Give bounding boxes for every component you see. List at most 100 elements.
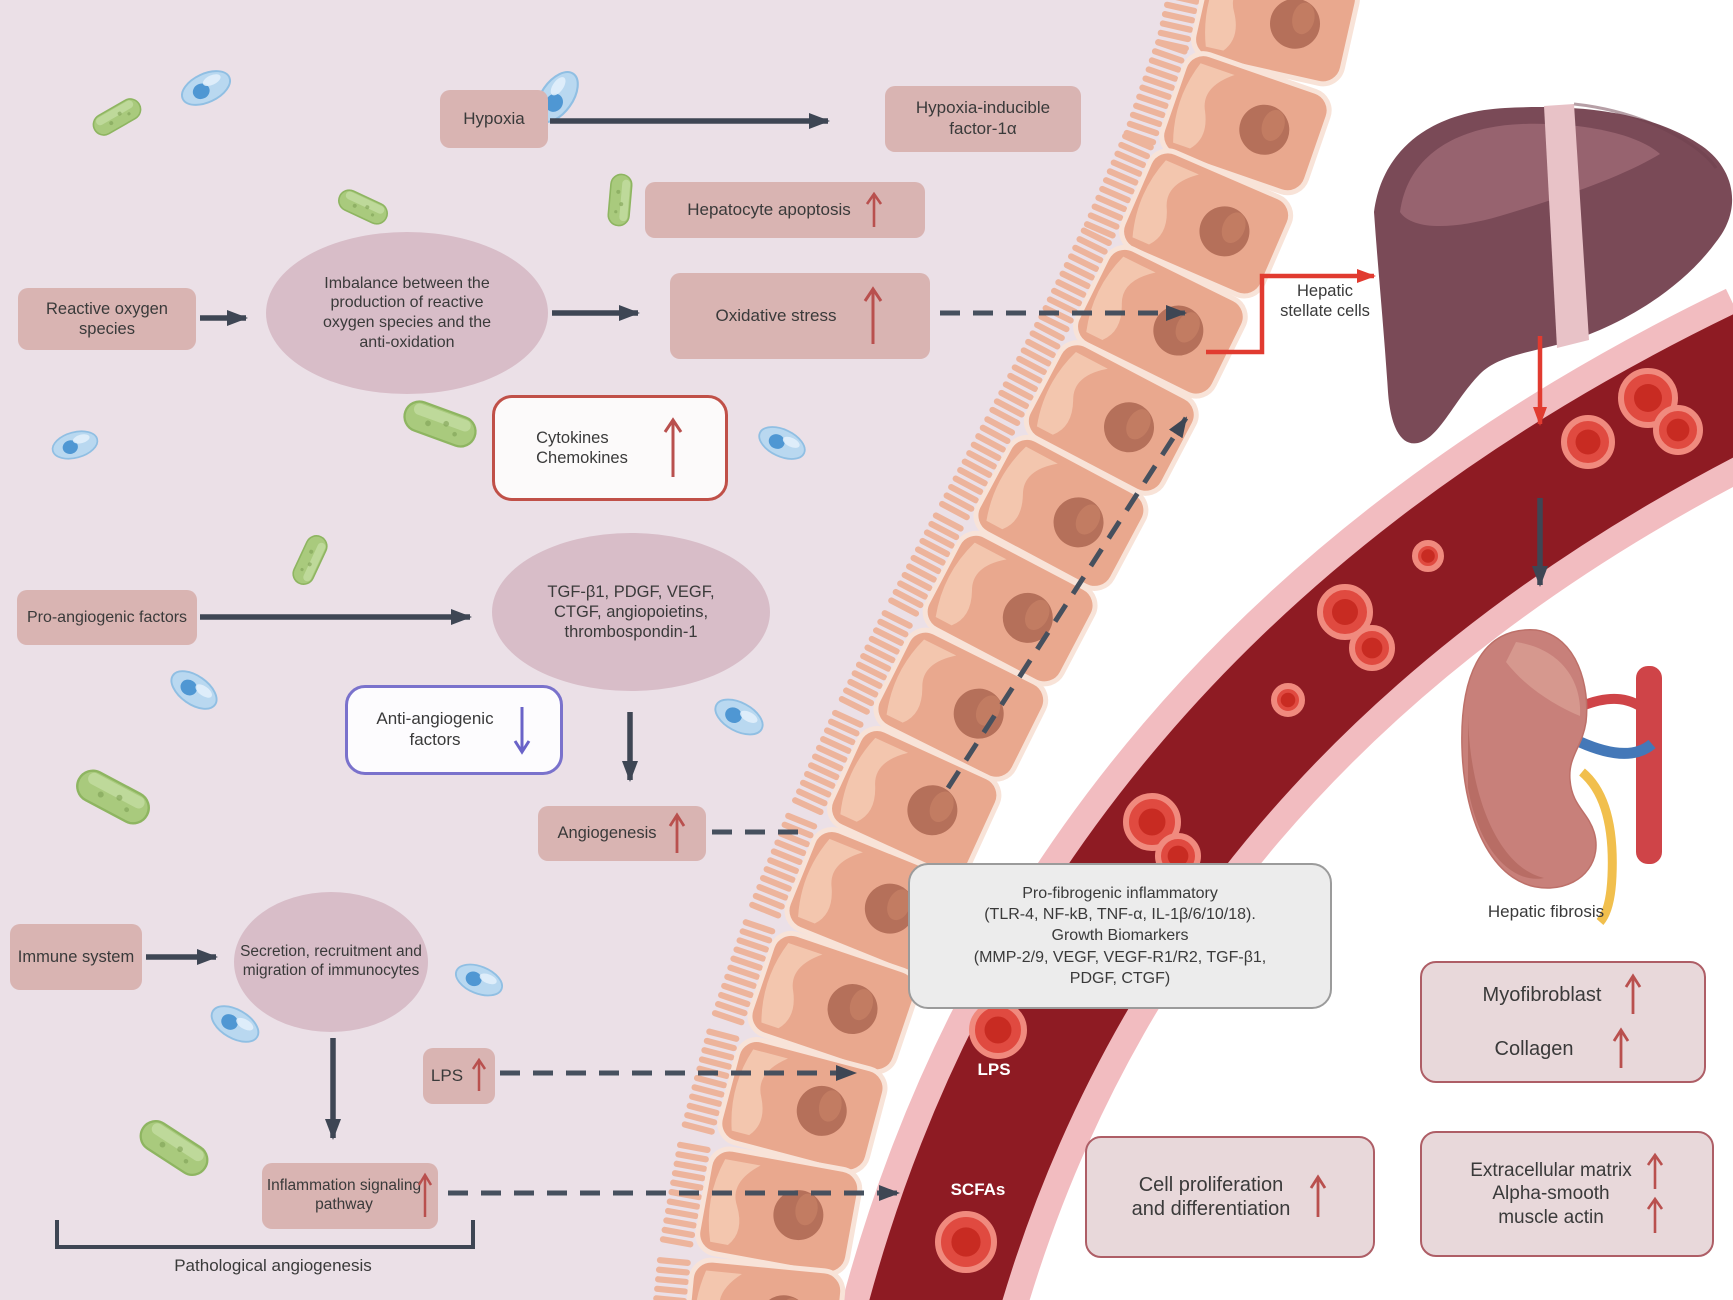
microvilli-icon: [711, 1010, 745, 1026]
microvilli-icon: [691, 1084, 725, 1098]
imbalance-ellipse: Imbalance between the production of reac…: [266, 232, 548, 394]
hepatic-stellate-label: Hepatic stellate cells: [1280, 281, 1370, 320]
microvilli-icon: [979, 424, 1011, 445]
microvilli-icon: [943, 492, 975, 512]
up-arrow-icon: [663, 417, 683, 477]
microvilli-icon: [752, 892, 785, 910]
microvilli-icon: [730, 955, 763, 971]
liver-illustration: [1374, 102, 1733, 444]
microvilli-icon: [1145, 66, 1179, 82]
blue-bacterium-icon: [181, 70, 231, 106]
microvilli-icon: [1091, 203, 1124, 221]
microvilli-icon: [1055, 279, 1087, 298]
microvilli-icon: [1151, 48, 1185, 64]
microvilli-icon: [989, 406, 1021, 427]
scfas-vessel-label: SCFAs: [950, 1180, 1006, 1199]
red-blood-cell: [1271, 683, 1305, 717]
microvilli-icon: [1029, 330, 1061, 350]
ros-box: Reactive oxygen species: [18, 288, 196, 350]
microvilli-icon: [664, 1207, 699, 1220]
microvilli-icon: [831, 709, 864, 728]
microvilli-icon: [767, 857, 800, 874]
hepatocyte-apoptosis-box: Hepatocyte apoptosis: [645, 182, 925, 238]
microvilli-icon: [864, 644, 896, 664]
oxidative-stress-box: Oxidative stress: [670, 273, 930, 359]
microvilli-icon: [816, 744, 848, 763]
inflammation-box: Inflammation signaling pathway: [262, 1163, 438, 1229]
green-bacterium-icon: [607, 173, 633, 227]
microvilli-icon: [1072, 244, 1104, 264]
microvilli-icon: [1076, 236, 1108, 255]
up-arrow-icon: [668, 811, 685, 853]
pathological-angiogenesis-bracket: [55, 1220, 475, 1249]
microvilli-icon: [1136, 93, 1169, 109]
green-bacterium-icon: [139, 1119, 209, 1177]
microvilli-icon: [1102, 177, 1135, 195]
dashed-arrow-angiogenesis-diagonal: [945, 416, 1189, 790]
hif-box: Hypoxia-inducible factor-1α: [885, 86, 1081, 152]
red-blood-cell: [1123, 793, 1181, 851]
microvilli-icon: [654, 1285, 689, 1295]
microvilli-icon: [774, 839, 807, 857]
microvilli-icon: [1046, 296, 1079, 315]
red-blood-cell: [1561, 415, 1615, 469]
hypoxia-box: Hypoxia: [440, 90, 548, 148]
epithelial-cell: [711, 919, 920, 1075]
microvilli-icon: [932, 512, 964, 532]
microvilli-icon: [656, 1257, 691, 1266]
microvilli-icon: [808, 762, 840, 781]
up-arrow-icon: [1646, 1196, 1663, 1233]
microvilli-icon: [1164, 1, 1198, 15]
microvilli-icon: [1157, 29, 1192, 43]
microvilli-icon: [1155, 39, 1188, 55]
microvilli-icon: [868, 635, 900, 655]
cell-proliferation-box: Cell proliferation and differentiation: [1085, 1136, 1375, 1258]
microvilli-icon: [812, 753, 844, 772]
microvilli-icon: [796, 788, 828, 807]
microvilli-icon: [800, 779, 832, 798]
blue-bacterium-icon: [51, 430, 99, 460]
microvilli-icon: [1063, 261, 1095, 281]
microvilli-icon: [1161, 11, 1196, 24]
microvilli-icon: [742, 919, 776, 935]
microvilli-icon: [1087, 212, 1120, 230]
blood-vessel: [842, 288, 1733, 1300]
epithelial-cell: [838, 610, 1049, 782]
microvilli-icon: [671, 1170, 706, 1182]
up-arrow-icon: [865, 191, 882, 227]
microvilli-icon: [1114, 150, 1147, 168]
microvilli-icon: [756, 883, 789, 901]
green-bacterium-icon: [292, 535, 328, 585]
microvilli-icon: [957, 467, 988, 487]
red-blood-cell: [969, 1001, 1027, 1059]
microvilli-icon: [906, 563, 937, 583]
red-blood-cell: [1412, 540, 1444, 572]
blue-bacterium-icon: [714, 698, 764, 736]
microvilli-icon: [1067, 253, 1100, 272]
microvilli-icon: [952, 475, 984, 495]
kidney-illustration: [1461, 629, 1662, 925]
microvilli-icon: [721, 982, 754, 999]
blue-bacterium-icon: [758, 426, 806, 460]
hepatic-fibrosis-label: Hepatic fibrosis: [1487, 902, 1605, 921]
microvilli-icon: [804, 770, 836, 789]
microvilli-icon: [914, 546, 946, 566]
secretion-ellipse: Secretion, recruitment and migration of …: [234, 892, 428, 1032]
epithelial-cell: [1123, 39, 1332, 196]
up-arrow-icon: [864, 286, 883, 344]
microvilli-icon: [877, 618, 909, 638]
microvilli-icon: [970, 441, 1002, 461]
microvilli-icon: [792, 797, 824, 816]
microvilli-icon: [881, 610, 913, 629]
green-bacterium-icon: [403, 400, 477, 448]
epithelial-cell: [989, 321, 1199, 496]
red-blood-cell: [1653, 405, 1703, 455]
microvilli-icon: [686, 1102, 720, 1117]
microvilli-icon: [777, 830, 810, 848]
cytokines-box: Cytokines Chemokines: [492, 395, 728, 501]
microvilli-icon: [749, 901, 782, 919]
microvilli-icon: [910, 554, 942, 575]
microvilli-icon: [901, 571, 933, 592]
microvilli-icon: [1123, 129, 1157, 146]
